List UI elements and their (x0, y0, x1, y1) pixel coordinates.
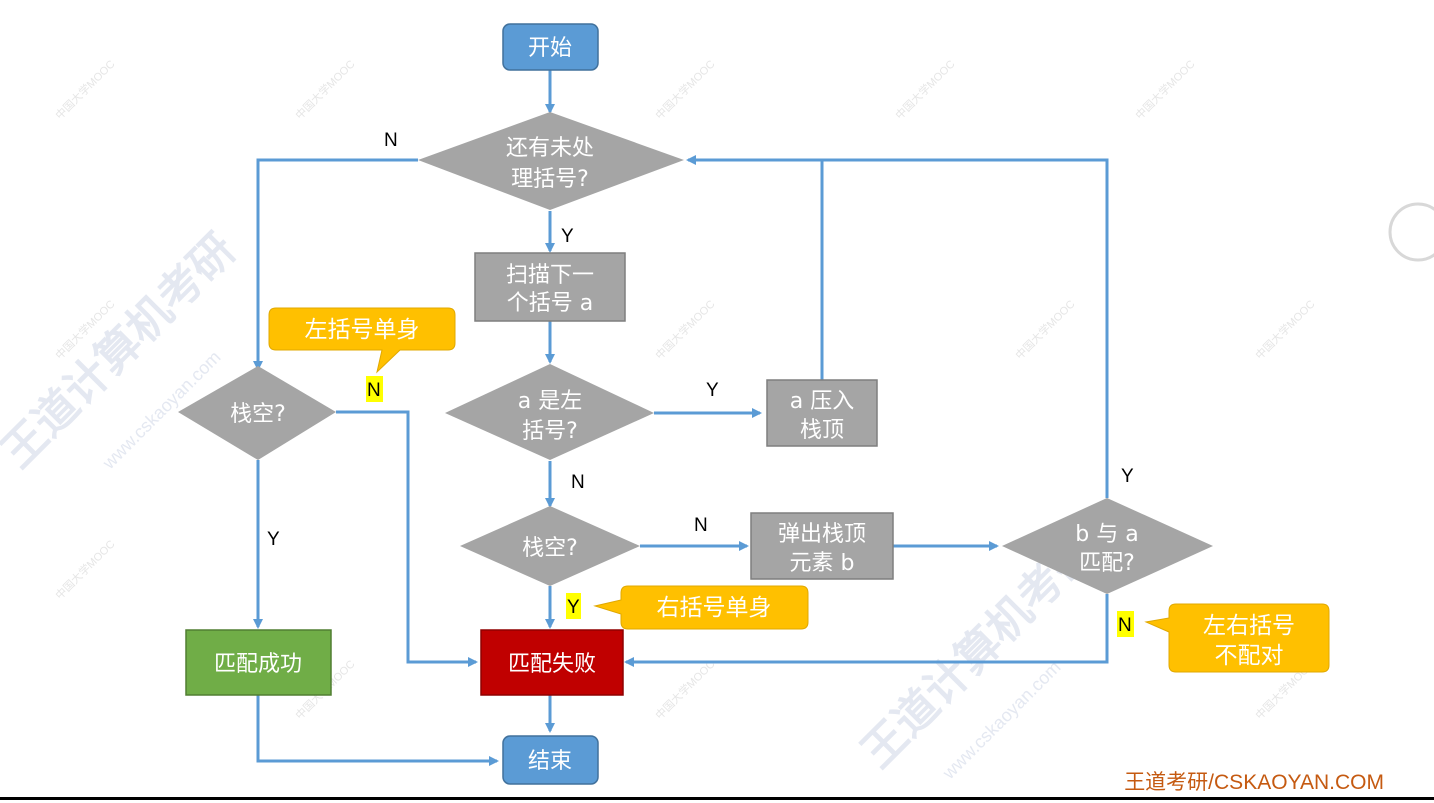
process-push-line1: a 压入 (790, 389, 854, 414)
decision-stack-empty-mid-label: 栈空? (522, 536, 578, 561)
decision-more-brackets-line1: 还有未处 (506, 136, 594, 161)
process-scan: 扫描下一 个括号 a (474, 252, 626, 322)
edge-label-n-left-highlight: N (367, 380, 381, 401)
arrow-more-no-to-left-stack (253, 158, 418, 371)
callout-mismatch-line2: 不配对 (1215, 643, 1284, 669)
edge-label-y-is-left: Y (706, 380, 719, 401)
edge-label-n-right-highlight: N (1118, 615, 1132, 636)
watermark-mooc: 中国大学MOOC (1252, 297, 1317, 362)
process-pop-line1: 弹出栈顶 (778, 522, 866, 547)
highlight-n-right (1117, 611, 1134, 637)
callout-left-single-text: 左括号单身 (305, 317, 420, 343)
callout-mismatch-line1: 左右括号 (1203, 613, 1295, 639)
watermark-seal (1388, 202, 1434, 262)
edge-label-n-stack-mid: N (694, 515, 708, 536)
edge-label-y-more: Y (561, 226, 574, 247)
arrow-match-no-to-fail (624, 594, 1109, 667)
callout-right-single-text: 右括号单身 (657, 595, 772, 621)
edge-label-y-stack-left: Y (267, 529, 280, 550)
decision-stack-empty-left-label: 栈空? (230, 402, 286, 427)
watermark-mooc: 中国大学MOOC (652, 57, 717, 122)
start-label: 开始 (528, 36, 572, 61)
arrow-success-to-end (256, 695, 499, 766)
process-pop-line2: 元素 b (790, 551, 855, 576)
edge-label-y-match: Y (1121, 466, 1134, 487)
decision-match-line2: 匹配? (1079, 551, 1135, 576)
process-pop: 弹出栈顶 元素 b (750, 512, 894, 580)
decision-match: b 与 a 匹配? (1002, 498, 1213, 594)
callout-right-single: 右括号单身 (593, 585, 809, 630)
process-push-line2: 栈顶 (800, 418, 844, 443)
terminal-fail: 匹配失败 (480, 629, 624, 696)
watermark-mooc: 中国大学MOOC (292, 57, 357, 122)
terminal-success: 匹配成功 (185, 629, 332, 696)
process-scan-line1: 扫描下一 (506, 263, 594, 288)
callout-mismatch: 左右括号 不配对 (1144, 603, 1330, 673)
watermark-mooc: 中国大学MOOC (652, 657, 717, 722)
connectors (253, 70, 1109, 766)
decision-stack-empty-left: 栈空? (178, 366, 336, 460)
edge-label-n-is-left: N (571, 472, 585, 493)
decision-is-left-line2: 括号? (522, 419, 578, 444)
arrow-left-stack-no-to-fail (336, 410, 478, 667)
terminal-fail-label: 匹配失败 (508, 652, 596, 677)
decision-stack-empty-mid: 栈空? (460, 506, 640, 586)
decision-more-brackets: 还有未处 理括号? (418, 112, 684, 210)
highlight-n-left (366, 376, 383, 402)
edge-label-y-mid-highlight: Y (567, 597, 580, 618)
start-node: 开始 (502, 23, 599, 71)
terminal-success-label: 匹配成功 (214, 652, 302, 677)
arrow-match-yes-to-decision (822, 158, 1109, 498)
process-scan-line2: 个括号 a (507, 291, 593, 316)
watermark-mooc: 中国大学MOOC (892, 57, 957, 122)
edge-label-n-top: N (384, 130, 398, 151)
decision-is-left: a 是左 括号? (445, 364, 654, 460)
callout-left-single: 左括号单身 (268, 307, 456, 374)
watermark-mooc: 中国大学MOOC (52, 57, 117, 122)
decision-is-left-line1: a 是左 (518, 389, 582, 414)
end-label: 结束 (528, 749, 572, 774)
highlight-y-mid (566, 593, 581, 619)
decision-more-brackets-line2: 理括号? (511, 167, 589, 192)
decision-match-line1: b 与 a (1075, 522, 1138, 547)
watermark-mooc: 中国大学MOOC (1132, 57, 1197, 122)
footer-brand: 王道考研/CSKAOYAN.COM (1124, 771, 1384, 794)
watermark-mooc: 中国大学MOOC (1012, 297, 1077, 362)
bottom-rule (0, 797, 1434, 800)
arrow-push-to-decision (686, 155, 824, 380)
edge-labels: N Y Y N Y N Y N Y N (267, 130, 1134, 637)
end-node: 结束 (502, 735, 599, 785)
watermark-mooc: 中国大学MOOC (652, 297, 717, 362)
process-push: a 压入 栈顶 (766, 379, 878, 447)
watermark-mooc: 中国大学MOOC (52, 537, 117, 602)
